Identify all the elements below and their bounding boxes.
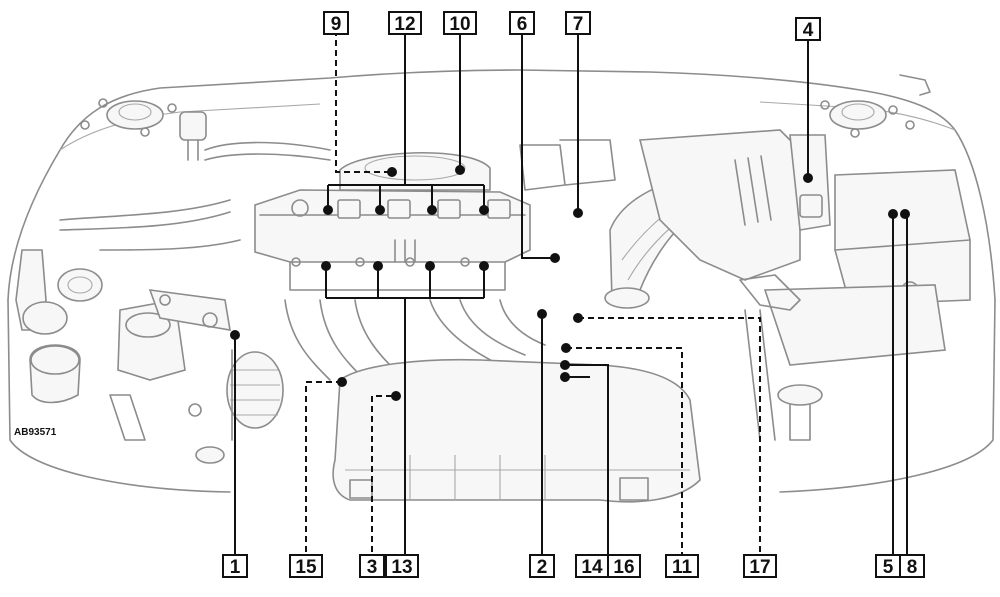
callout-3: 3 [359, 554, 385, 578]
callout-12: 12 [388, 11, 422, 35]
callout-1: 1 [222, 554, 248, 578]
callout-16: 16 [607, 554, 641, 578]
svg-text:5: 5 [883, 557, 894, 578]
svg-text:14: 14 [581, 557, 603, 578]
svg-text:16: 16 [613, 557, 634, 578]
callout-4: 4 [795, 17, 821, 41]
callout-labels: 9 12 10 6 7 4 1 15 [222, 11, 925, 578]
callout-13: 13 [385, 554, 419, 578]
svg-text:3: 3 [367, 557, 378, 578]
svg-text:2: 2 [537, 557, 548, 578]
svg-text:1: 1 [230, 557, 241, 578]
callout-10: 10 [443, 11, 477, 35]
engine-bay-drawing [7, 69, 996, 503]
figure-reference-code: AB93571 [14, 427, 57, 438]
svg-text:8: 8 [907, 557, 918, 578]
callout-leaders [230, 30, 910, 562]
callout-11: 11 [665, 554, 699, 578]
callout-6: 6 [509, 11, 535, 35]
callout-9: 9 [323, 11, 349, 35]
svg-text:4: 4 [803, 20, 814, 41]
callout-14: 14 [575, 554, 609, 578]
callout-15: 15 [289, 554, 323, 578]
callout-17: 17 [743, 554, 777, 578]
svg-text:13: 13 [391, 557, 412, 578]
callout-7: 7 [565, 11, 591, 35]
svg-text:6: 6 [517, 14, 528, 35]
svg-text:12: 12 [394, 14, 415, 35]
svg-text:11: 11 [672, 557, 693, 578]
svg-text:7: 7 [573, 14, 584, 35]
callout-8: 8 [899, 554, 925, 578]
svg-text:9: 9 [331, 14, 342, 35]
svg-text:15: 15 [295, 557, 317, 578]
svg-text:10: 10 [449, 14, 470, 35]
callout-2: 2 [529, 554, 555, 578]
callout-5: 5 [875, 554, 901, 578]
svg-text:17: 17 [749, 557, 770, 578]
